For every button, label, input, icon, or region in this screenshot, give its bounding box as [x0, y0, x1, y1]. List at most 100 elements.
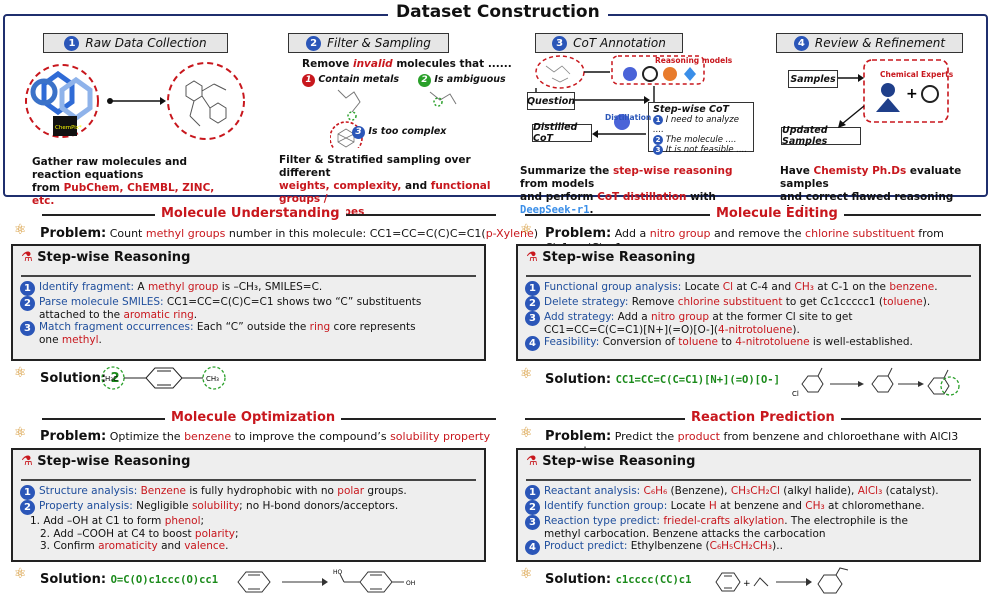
rule-ambiguous: 2 Is ambiguous [418, 74, 506, 87]
solution: Solution: O=C(O)c1ccc(O)cc1 [40, 572, 218, 587]
text-fragment: 3. Confirm [40, 540, 99, 553]
text-fragment: AlCl₃ [857, 485, 883, 497]
text-fragment: polar [337, 485, 365, 497]
solution-value: CC1=CC=C(C=C1)[N+](=O)[O-] [615, 374, 780, 386]
text-fragment: (catalyst). [882, 485, 939, 497]
step-title: Filter & Sampling [327, 36, 431, 50]
text-fragment: methyl carbocation. Benzene attacks the … [544, 527, 826, 540]
problem-highlight: p-Xylene [485, 227, 534, 240]
desc-text: Summarize the [520, 165, 613, 177]
updated-samples-box: Updated Samples [781, 125, 861, 147]
molecule-icon: ⚛ [14, 566, 27, 582]
text-fragment: . The electrophile is the [784, 515, 908, 527]
text-fragment: at chloromethane. [824, 500, 925, 512]
text-fragment: C₆H₅CH₂CH₃ [709, 540, 773, 553]
solution-label: Solution: [40, 371, 107, 386]
text-fragment: Locate [667, 500, 709, 512]
problem-text: number in this molecule: CC1=CC=C(C)C=C1… [225, 227, 486, 240]
filter-molecules-illustration [330, 89, 457, 148]
text-fragment: Identify function group: [544, 500, 668, 512]
text-fragment: methyl group [147, 281, 219, 293]
text-fragment: CC1=CC=C(C)C=C1 shows two “C” substituen… [163, 296, 422, 308]
text-fragment: CH₃CH₂Cl [730, 485, 780, 497]
text-fragment: attached to the [39, 308, 124, 321]
reasoning-header: ⚗ Step-wise Reasoning [526, 454, 696, 469]
text-fragment: and [157, 540, 185, 553]
solution-label: Solution: [545, 572, 612, 587]
text-fragment: ). [922, 296, 931, 308]
text-fragment: polarity [194, 527, 235, 540]
text-fragment: is –CH₃, SMILES=C. [218, 281, 323, 293]
molecule-icon: ⚛ [14, 425, 27, 441]
text-fragment: valence [184, 540, 226, 553]
editing-reaction-structures: Cl [792, 367, 960, 398]
problem-statement: Problem: Optimize the benzene to improve… [40, 429, 490, 444]
text-fragment: toluene [883, 296, 923, 308]
step1-description: Gather raw molecules and reaction equati… [32, 156, 237, 208]
text-fragment: Identify fragment: [39, 281, 135, 293]
text-fragment: core represents [330, 321, 416, 334]
desc-text: evaluate samples [780, 165, 962, 190]
chem-logo-text: ChemPix* [55, 125, 82, 131]
step-title: Review & Refinement [814, 36, 946, 50]
step-number: 4 [525, 336, 540, 352]
reasoning-step: 1. Add –OH at C1 to form phenol; [20, 515, 478, 528]
text-fragment: solubility [191, 500, 240, 512]
reasoning-models-label: Reasoning models [655, 56, 733, 65]
step-number: 1 [20, 485, 35, 500]
molecule-icon: ⚛ [520, 222, 533, 238]
problem-highlight: chlorine substituent [805, 227, 915, 240]
step-number: 3 [525, 515, 540, 530]
problem-text: Add a [614, 227, 650, 240]
step-number: 3 [525, 311, 540, 326]
step-review-refinement: 4 Review & Refinement [776, 33, 963, 53]
desc-highlight: weights, complexity, [279, 180, 402, 192]
rule-number-1: 1 [302, 74, 315, 87]
text-fragment: Negligible [132, 500, 192, 512]
distillation-label: Distillation [605, 113, 652, 122]
step-number: 4 [793, 35, 809, 51]
section-title-molecule-optimization: Molecule Optimization [165, 410, 342, 425]
text-fragment: is fully hydrophobic with no [185, 485, 338, 497]
rule-metals: 1 Contain metals [302, 74, 399, 87]
step-number: 2 [20, 296, 35, 311]
cot-title: Step-wise CoT [653, 104, 729, 115]
step-title: Raw Data Collection [85, 36, 207, 50]
text-fragment: chlorine substituent [677, 296, 783, 308]
desc-highlight: step-wise reasoning [612, 165, 733, 177]
filter-intro: Remove invalid molecules that ...... [302, 58, 512, 70]
text-fragment: Each “C” outside the [193, 321, 310, 334]
text-fragment: at benzene and [716, 500, 806, 512]
desc-highlight: PubChem, ChEMBL, ZINC, etc. [32, 182, 215, 207]
text-fragment: Reactant analysis: [544, 485, 641, 497]
text-fragment: Reaction type predict: [544, 515, 660, 527]
text-fragment: Structure analysis: [39, 485, 138, 497]
desc-text: with [686, 191, 716, 203]
desc-text: Gather raw molecules and reaction equati… [32, 156, 188, 181]
reasoning-header: ⚗ Step-wise Reasoning [21, 454, 191, 469]
text-fragment: CH₃ [794, 281, 814, 293]
hydroxyl-label: OH [406, 580, 415, 587]
rule-number-3: 3 [352, 126, 365, 139]
panel-divider [21, 275, 476, 277]
text-fragment: . [225, 540, 229, 553]
cot-step-3: 3 It is not feasible .... [653, 145, 749, 155]
text-fragment: nitro group [651, 311, 710, 323]
text-fragment: groups. [364, 485, 407, 497]
problem-text: Predict the [614, 430, 678, 443]
text-fragment: CH₃ [805, 500, 825, 512]
solution: Solution: 2 [40, 371, 120, 386]
text-fragment: benzene [889, 281, 935, 293]
desc-highlight: CoT distillation [597, 191, 687, 203]
step-number: 1 [525, 485, 540, 500]
step-number: 2 [20, 500, 35, 515]
text-fragment: Cl [722, 281, 734, 293]
step-cot-annotation: 3 CoT Annotation [535, 33, 683, 53]
panel-divider [526, 479, 971, 481]
